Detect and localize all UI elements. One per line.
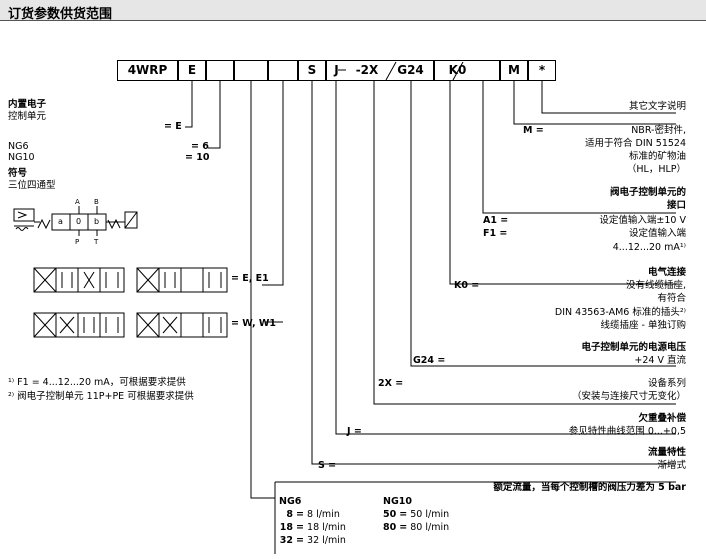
a1-code: A1 = bbox=[483, 215, 509, 226]
footnote-2: ²⁾ 阀电子控制单元 11P+PE 可根据要求提供 bbox=[8, 391, 194, 402]
elec-title: 电气连接 bbox=[647, 267, 686, 278]
port-label-P: P bbox=[75, 238, 80, 246]
m-code: M = bbox=[523, 125, 544, 136]
m-line2: 适用于符合 DIN 51524 bbox=[585, 138, 686, 149]
code-box-type: 4WRP bbox=[117, 60, 178, 81]
ng6-row: 8 = 8 l/min bbox=[279, 509, 369, 520]
k0-line2: 有符合 bbox=[657, 293, 686, 304]
f1-text: 设定值输入端 bbox=[628, 228, 686, 239]
ng10-row: 50 = 50 l/min bbox=[383, 509, 483, 520]
code-box-flow bbox=[234, 60, 268, 81]
ctrl-label-line1: 内置电子 bbox=[8, 99, 47, 110]
power-title: 电子控制单元的电源电压 bbox=[581, 342, 686, 353]
g24-text: +24 V 直流 bbox=[634, 355, 686, 366]
spool-label-0: 0 bbox=[76, 217, 82, 226]
code-box-flow-char: S bbox=[298, 60, 326, 81]
code-box-other: * bbox=[528, 60, 556, 81]
ng6-value: = 6 bbox=[191, 141, 209, 152]
j-code: J = bbox=[347, 426, 362, 437]
title-bar bbox=[0, 0, 706, 20]
title-underline bbox=[0, 20, 706, 21]
symbol-e-value: = E, E1 bbox=[231, 273, 269, 284]
symbol-w-value: = W, W1 bbox=[231, 318, 276, 329]
symbol-row-e bbox=[33, 267, 228, 293]
ng10-label: NG10 bbox=[8, 152, 35, 163]
ng10-row-eq: = bbox=[399, 522, 408, 533]
g24-code: G24 = bbox=[413, 355, 446, 366]
series-text: 设备系列 bbox=[647, 378, 686, 389]
f1-code: F1 = bbox=[483, 228, 508, 239]
rated-flow-title: 额定流量，当每个控制槽的阀压力差为 5 bar bbox=[493, 482, 686, 493]
ng6-row-code: 8 bbox=[286, 509, 293, 520]
ng10-row: 80 = 80 l/min bbox=[383, 522, 483, 533]
code-box-overlap: J bbox=[326, 60, 346, 81]
ng10-row-code: 50 bbox=[383, 509, 397, 520]
ng6-row-value: 18 l/min bbox=[307, 522, 346, 533]
ng6-header: NG6 bbox=[279, 496, 302, 507]
footnote-1: ¹⁾ F1 = 4...12...20 mA，可根据要求提供 bbox=[8, 377, 186, 388]
spool-label-b: b bbox=[94, 217, 100, 226]
symbol-desc: 三位四通型 bbox=[8, 180, 56, 191]
code-box-gap bbox=[480, 60, 500, 81]
ctrl-label-line2: 控制单元 bbox=[8, 111, 47, 122]
symbol-title: 符号 bbox=[8, 168, 28, 179]
k0-line3: DIN 43563-AM6 标准的插头²⁾ bbox=[554, 307, 686, 318]
spool-label-a: a bbox=[58, 217, 63, 226]
port-label-T: T bbox=[94, 238, 99, 246]
ng6-label: NG6 bbox=[8, 141, 29, 152]
ng10-row-eq: = bbox=[399, 509, 408, 520]
ng10-header: NG10 bbox=[383, 496, 412, 507]
code-box-size bbox=[206, 60, 234, 81]
k0-code: K0 = bbox=[454, 280, 480, 291]
ng6-row-value: 32 l/min bbox=[307, 535, 346, 546]
a1-text: 设定值输入端±10 V bbox=[599, 215, 686, 226]
ng6-row-code: 32 bbox=[279, 535, 293, 546]
f1-text-2: 4...12...20 mA¹⁾ bbox=[612, 242, 686, 253]
m-line1: NBR-密封件, bbox=[631, 125, 686, 136]
ng6-row-eq: = bbox=[296, 509, 304, 520]
ctrl-value: = E bbox=[164, 121, 182, 132]
ng6-row-eq: = bbox=[296, 535, 304, 546]
port-label-A: A bbox=[75, 198, 80, 206]
ng6-row-code: 18 bbox=[279, 522, 293, 533]
other-text: 其它文字说明 bbox=[628, 101, 686, 112]
page-title: 订货参数供货范围 bbox=[8, 7, 113, 22]
interface-title-1: 阀电子控制单元的 bbox=[609, 187, 686, 198]
code-box-symbol bbox=[268, 60, 298, 81]
ng6-row-value: 8 l/min bbox=[307, 509, 340, 520]
s-code: S = bbox=[318, 460, 337, 471]
s-text: 渐增式 bbox=[657, 460, 686, 471]
ng6-row: 18 = 18 l/min bbox=[279, 522, 369, 533]
code-box-control: E bbox=[178, 60, 206, 81]
symbol-row-w bbox=[33, 312, 228, 338]
flow-char-title: 流量特性 bbox=[647, 447, 686, 458]
m-line4: （HL，HLP） bbox=[626, 164, 686, 175]
ng10-row-value: 50 l/min bbox=[410, 509, 450, 520]
series-text-2: （安装与连接尺寸无变化） bbox=[571, 391, 686, 402]
code-box-voltage: G24 bbox=[388, 60, 434, 81]
k0-line4: 线缆插座 - 单独订购 bbox=[600, 320, 686, 331]
underlap-title: 欠重叠补偿 bbox=[638, 413, 686, 424]
ng10-value: = 10 bbox=[185, 152, 210, 163]
code-box-connection: K0 bbox=[434, 60, 480, 81]
interface-title-2: 接口 bbox=[666, 200, 686, 211]
ng10-row-code: 80 bbox=[383, 522, 397, 533]
code-box-seal: M bbox=[500, 60, 528, 81]
ng6-row: 32 = 32 l/min bbox=[279, 535, 369, 546]
valve-symbol bbox=[13, 206, 138, 236]
k0-line1: 没有线缆插座, bbox=[625, 280, 686, 291]
code-box-series: -2X bbox=[346, 60, 388, 81]
ng6-row-eq: = bbox=[296, 522, 304, 533]
j-text: 参见特性曲线范围 0...+0,5 bbox=[568, 426, 686, 437]
ng10-row-value: 80 l/min bbox=[410, 522, 450, 533]
series-code: 2X = bbox=[378, 378, 404, 389]
m-line3: 标准的矿物油 bbox=[628, 151, 686, 162]
port-label-B: B bbox=[94, 198, 99, 206]
